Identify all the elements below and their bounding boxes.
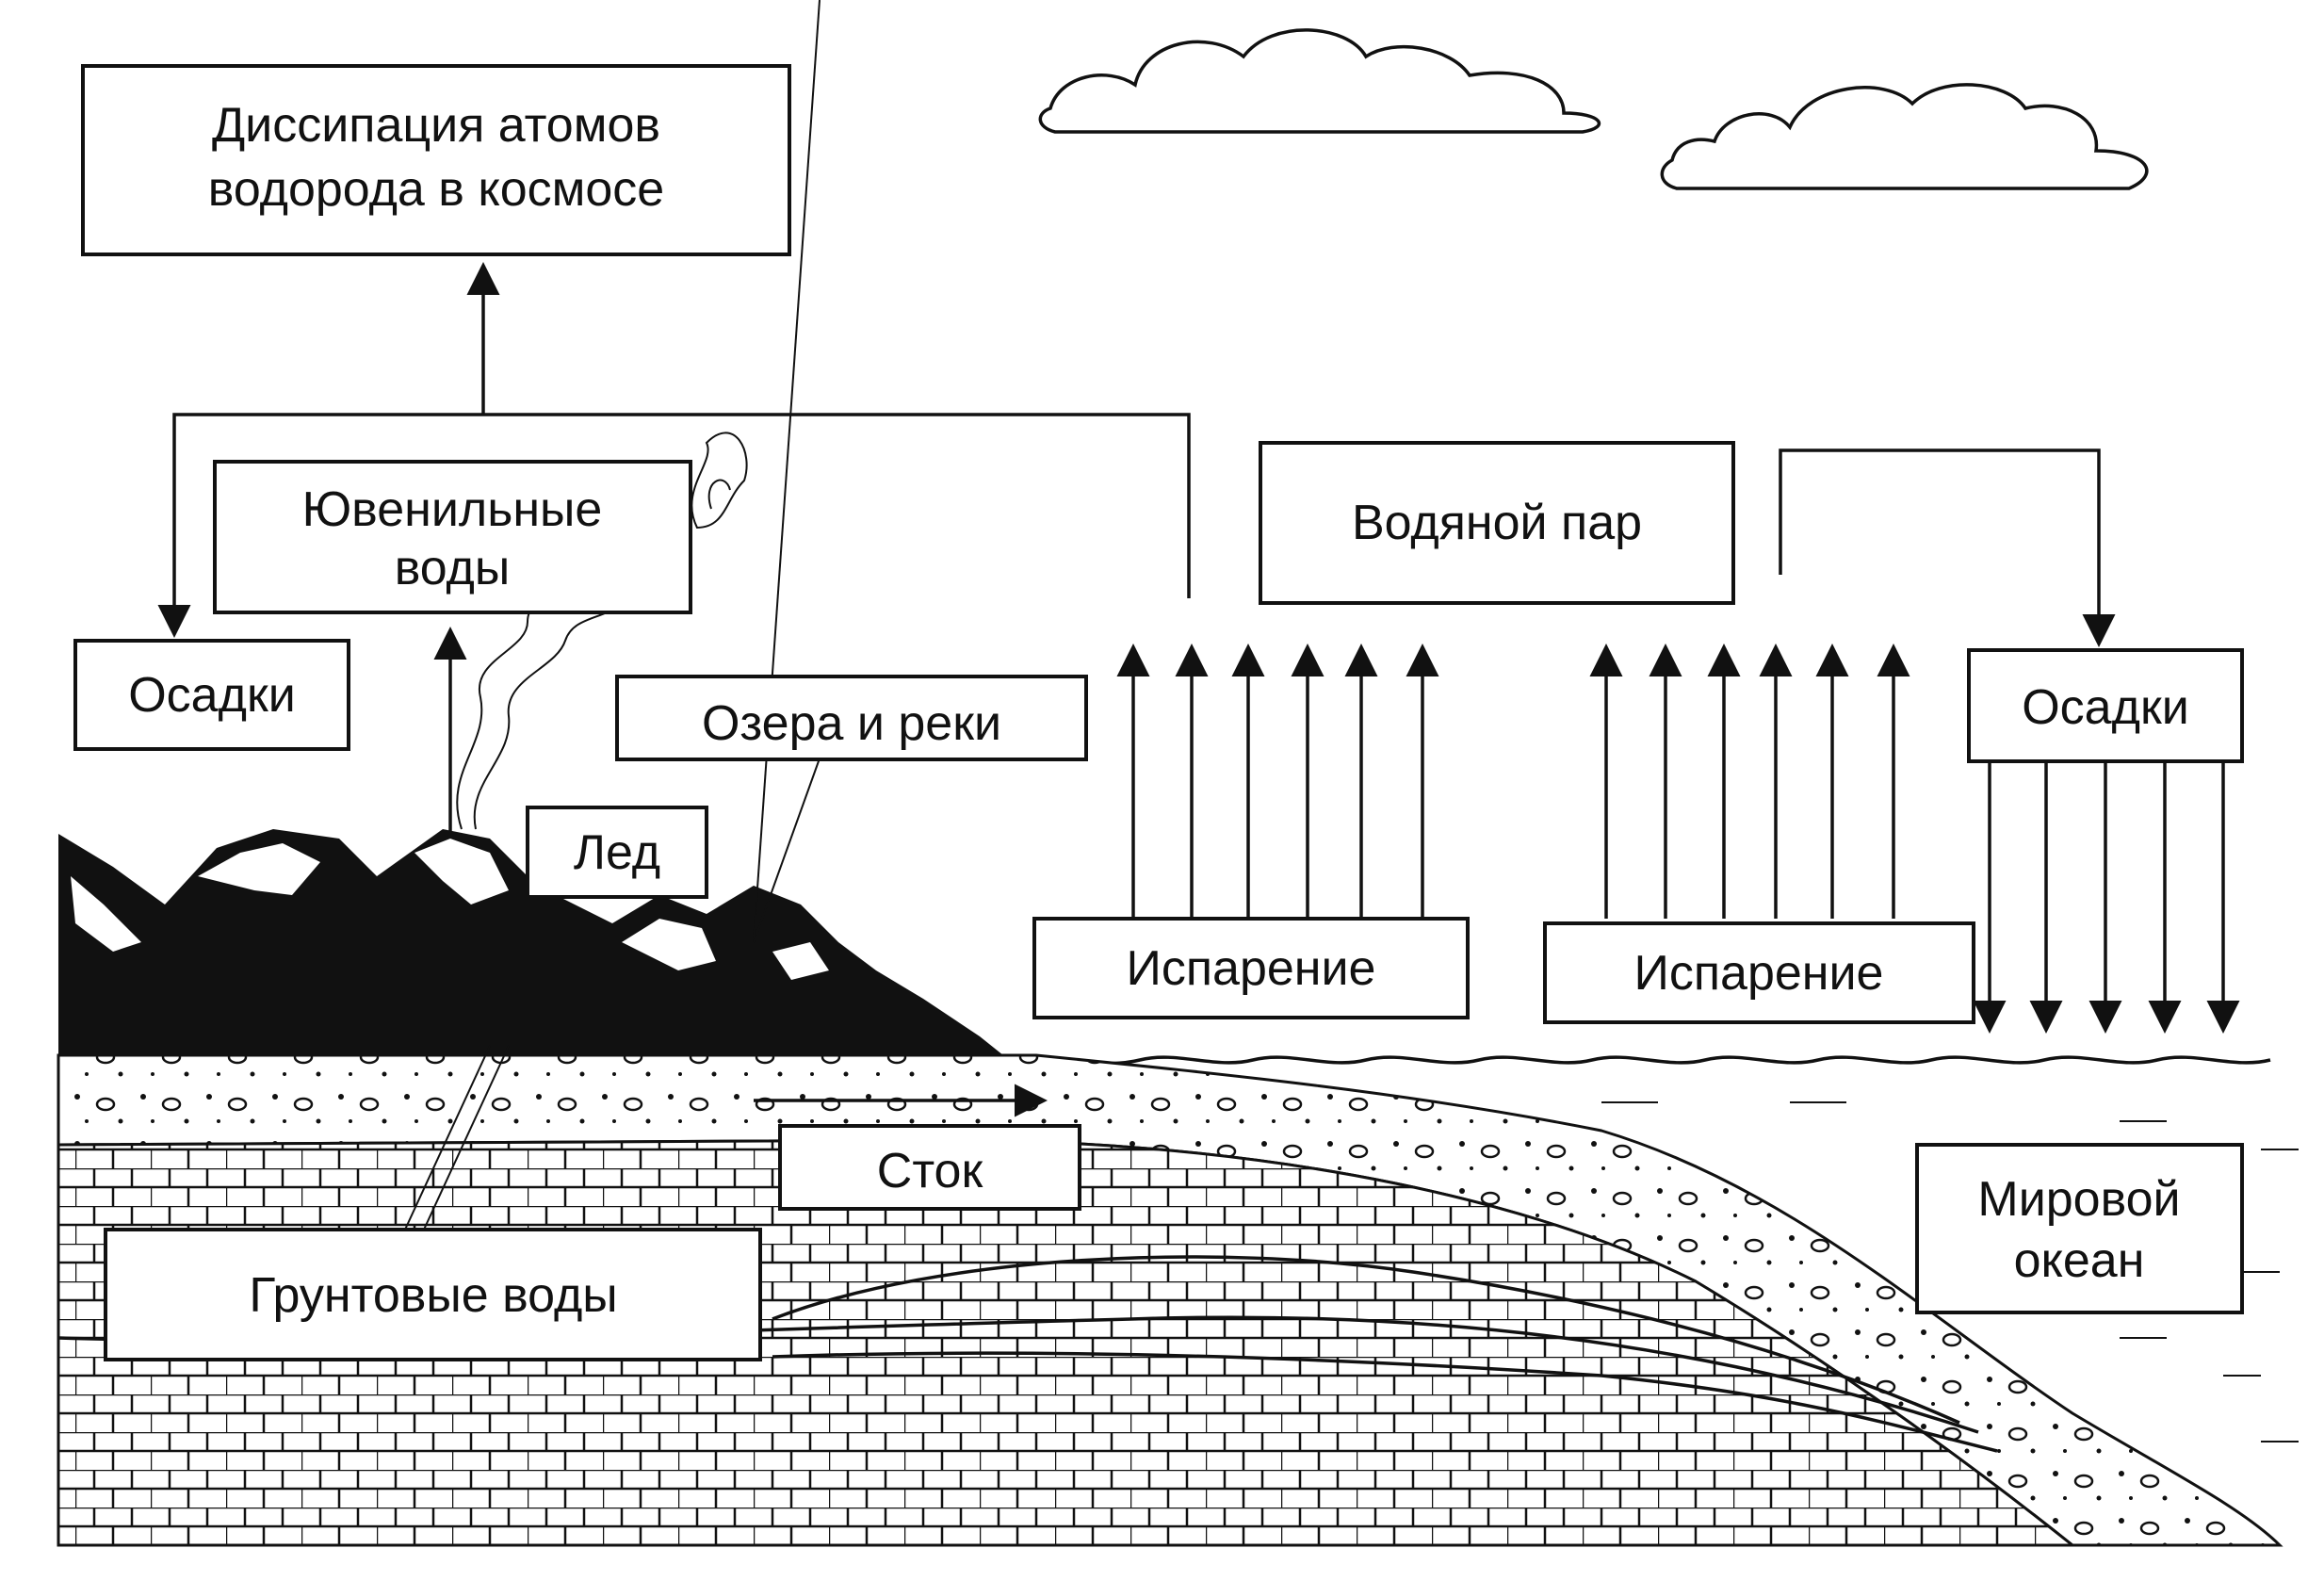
ice-box xyxy=(526,806,708,899)
evaporation-label-2: Испарение xyxy=(1634,946,1884,1001)
ice-label: Лед xyxy=(574,825,660,880)
groundwater-leader-2 xyxy=(423,1045,510,1231)
world-ocean-label-line1: Мировой xyxy=(1977,1172,2180,1227)
precipitation-right-box xyxy=(1967,648,2244,763)
world-ocean-label-line2: океан xyxy=(2014,1233,2145,1288)
evaporation-arrows-1 xyxy=(1116,644,1439,919)
evaporation-arrows-2 xyxy=(1589,644,1910,919)
vapor-path-left xyxy=(157,413,1191,638)
juvenile-label-line1: Ювенильные xyxy=(302,482,603,537)
evaporation-box-2 xyxy=(1543,921,1975,1024)
cloud-right-icon xyxy=(1660,83,2149,190)
cloud-left-icon xyxy=(1038,28,1601,134)
precipitation-left-label: Осадки xyxy=(128,668,296,723)
juvenile-label-line2: воды xyxy=(395,541,511,595)
water-vapor-label: Водяной пар xyxy=(1352,496,1642,550)
lakes-rivers-label: Озера и реки xyxy=(702,696,1001,751)
water-vapor-box xyxy=(1259,441,1735,605)
groundwater-label: Грунтовые воды xyxy=(249,1268,617,1323)
lakes-leader xyxy=(753,758,821,943)
world-ocean-box xyxy=(1915,1143,2244,1314)
vapor-path-right xyxy=(1779,448,2116,647)
lakes-rivers-box xyxy=(615,675,1088,761)
precipitation-arrows xyxy=(1973,761,2240,1034)
groundwater-leader-1 xyxy=(404,1045,491,1231)
dissipation-label-line2: водорода в космосе xyxy=(208,162,664,217)
precipitation-right-label: Осадки xyxy=(2022,680,2189,735)
groundwater-box xyxy=(104,1228,762,1361)
lakes-leader-line xyxy=(753,0,821,943)
runoff-box xyxy=(778,1124,1081,1211)
volcano-smoke-icon xyxy=(456,432,748,830)
runoff-label: Сток xyxy=(877,1144,983,1198)
evaporation-box-1 xyxy=(1032,917,1470,1019)
dissipation-box xyxy=(81,64,791,256)
juvenile-waters-box xyxy=(213,460,692,614)
dissipation-label-line1: Диссипация атомов xyxy=(212,98,660,153)
precipitation-left-box xyxy=(73,639,350,751)
evaporation-label-1: Испарение xyxy=(1127,941,1376,996)
mountains-icon xyxy=(58,829,1027,1074)
